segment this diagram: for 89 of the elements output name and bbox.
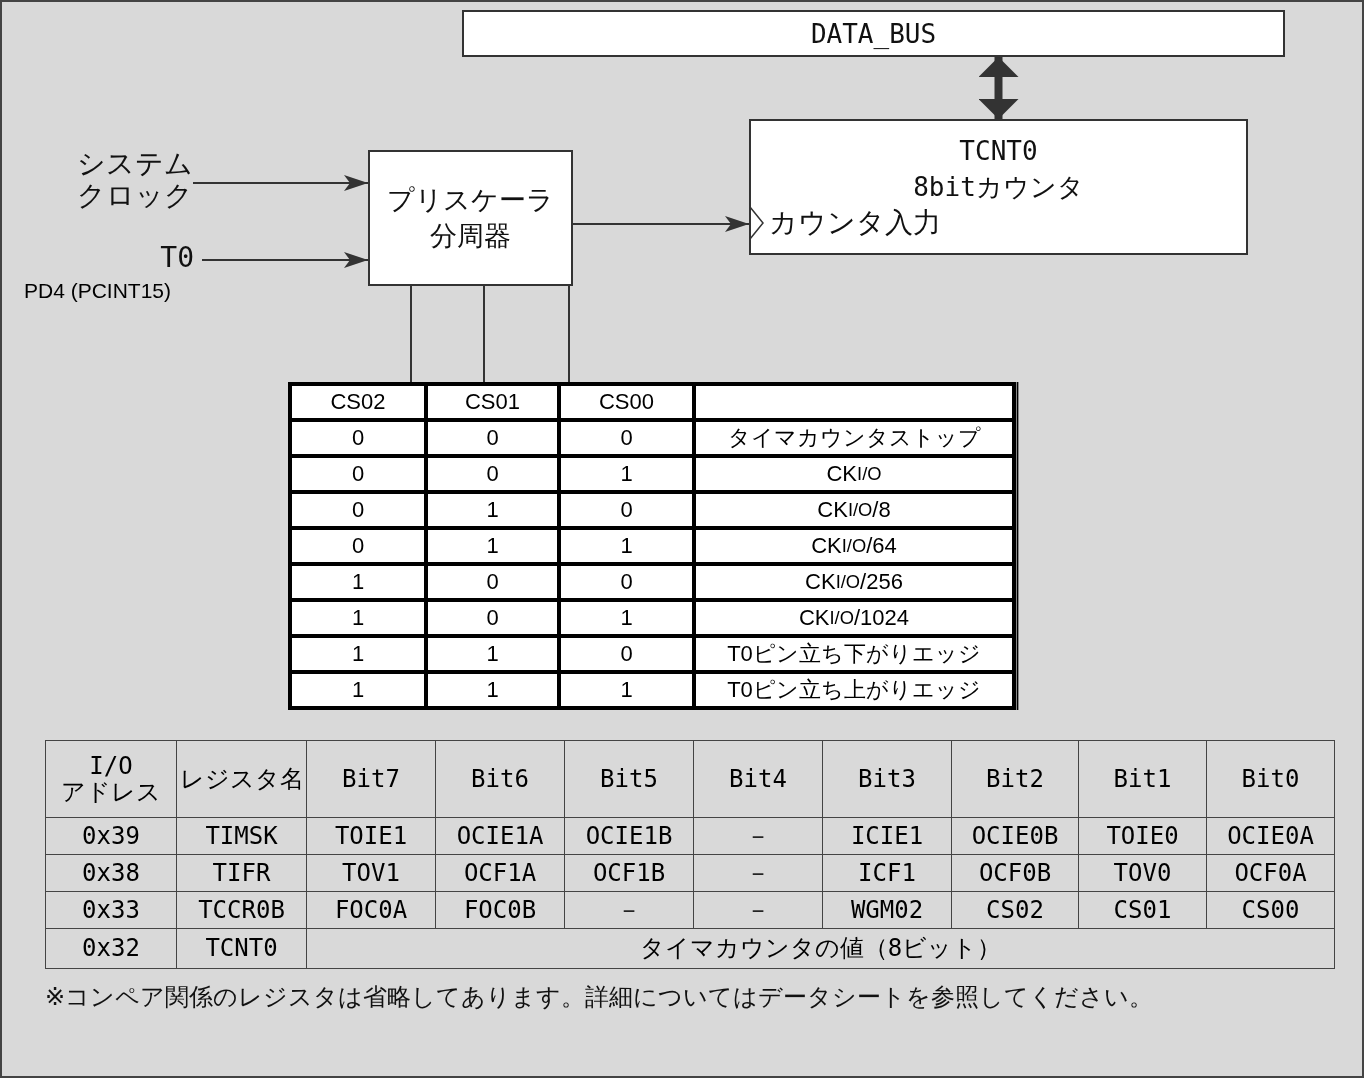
table-cell: OCIE0A <box>1207 818 1334 854</box>
table-cell: 1 <box>561 674 692 706</box>
arrow <box>192 175 369 191</box>
header-cell: Bit1 <box>1079 741 1206 817</box>
table-cell: CS01 <box>1079 892 1206 928</box>
table-cell: 0 <box>428 422 557 454</box>
table-cell: TOV0 <box>1079 855 1206 891</box>
table-cell: － <box>694 855 822 891</box>
table-cell: 0 <box>428 458 557 490</box>
table-cell: TCCR0B <box>177 892 306 928</box>
table-cell: TIMSK <box>177 818 306 854</box>
table-cell: 0 <box>428 566 557 598</box>
table-cell: 0 <box>561 566 692 598</box>
table-cell: 0 <box>428 602 557 634</box>
table-cell: － <box>565 892 693 928</box>
table-cell: ICIE1 <box>823 818 951 854</box>
table-cell: 1 <box>561 458 692 490</box>
arrow <box>572 216 750 232</box>
table-cell: 0x38 <box>46 855 176 891</box>
table-cell: T0ピン立ち下がりエッジ <box>696 638 1012 670</box>
table-cell: 0 <box>561 494 692 526</box>
table-cell: 1 <box>292 638 424 670</box>
bus-label: DATA_BUS <box>810 18 937 49</box>
header-cell: Bit3 <box>823 741 951 817</box>
table-cell: OCIE1B <box>565 818 693 854</box>
table-cell: OCF1B <box>565 855 693 891</box>
arrow <box>201 252 369 268</box>
table-cell: OCF0B <box>952 855 1078 891</box>
table-cell: T0ピン立ち上がりエッジ <box>696 674 1012 706</box>
header-cell: Bit2 <box>952 741 1078 817</box>
table-cell: 0 <box>561 422 692 454</box>
header-cell: I/O アドレス <box>46 741 176 817</box>
table-cell: 0x39 <box>46 818 176 854</box>
header-cell: Bit0 <box>1207 741 1334 817</box>
table-cell: 1 <box>292 566 424 598</box>
header-cell: CS01 <box>428 386 557 418</box>
table-cell: タイマカウンタストップ <box>696 422 1012 454</box>
table-cell: － <box>694 818 822 854</box>
table-cell: 0x32 <box>46 929 176 968</box>
table-cell: 1 <box>561 530 692 562</box>
table-cell: 1 <box>428 674 557 706</box>
table-cell: 0 <box>292 530 424 562</box>
pin-label: PD4 (PCINT15) <box>24 279 172 303</box>
counter-block <box>749 119 1248 255</box>
table-cell: CS02 <box>952 892 1078 928</box>
header-cell: Bit6 <box>436 741 564 817</box>
table-cell: TOIE1 <box>307 818 435 854</box>
table-cell: 1 <box>428 530 557 562</box>
table-cell: TOIE0 <box>1079 818 1206 854</box>
table-cell: 0 <box>292 494 424 526</box>
table-cell: WGM02 <box>823 892 951 928</box>
table-cell: OCF1A <box>436 855 564 891</box>
table-cell: 0 <box>292 422 424 454</box>
block-label: カウンタ入力 <box>769 205 941 241</box>
table-cell: ICF1 <box>823 855 951 891</box>
header-cell: CS00 <box>561 386 692 418</box>
table-cell: OCF0A <box>1207 855 1334 891</box>
table-cell: 0 <box>561 638 692 670</box>
header-cell: レジスタ名 <box>177 741 306 817</box>
data-bus-bar <box>462 10 1285 57</box>
table-cell: TCNT0 <box>177 929 306 968</box>
table-cell: タイマカウンタの値（8ビット） <box>307 929 1334 968</box>
table-cell: 1 <box>428 494 557 526</box>
prescaler-block <box>368 150 573 286</box>
block-title: TCNT0 <box>959 135 1038 168</box>
bus-double-arrow <box>978 57 1019 119</box>
table-cell: － <box>694 892 822 928</box>
block-title: プリスケーラ分周器 <box>386 183 555 253</box>
table-cell: FOC0B <box>436 892 564 928</box>
footnote: ※コンペア関係のレジスタは省略してあります。詳細についてはデータシートを参照してください。 <box>45 982 1155 1013</box>
table-cell: 0x33 <box>46 892 176 928</box>
table-cell: OCIE1A <box>436 818 564 854</box>
table-cell: CS00 <box>1207 892 1334 928</box>
table-cell: 0 <box>292 458 424 490</box>
header-cell: Bit5 <box>565 741 693 817</box>
table-cell: 1 <box>428 638 557 670</box>
table-cell: TIFR <box>177 855 306 891</box>
table-cell: 1 <box>292 602 424 634</box>
header-cell: CS02 <box>292 386 424 418</box>
block-label: 8bitカウンタ <box>913 171 1084 204</box>
table-cell: 1 <box>292 674 424 706</box>
signal-label: T0 <box>148 242 194 278</box>
table-cell: OCIE0B <box>952 818 1078 854</box>
header-cell: Bit7 <box>307 741 435 817</box>
table-cell: TOV1 <box>307 855 435 891</box>
signal-label: システムクロック <box>57 148 193 216</box>
table-cell: FOC0A <box>307 892 435 928</box>
header-cell: Bit4 <box>694 741 822 817</box>
table-cell: 1 <box>561 602 692 634</box>
